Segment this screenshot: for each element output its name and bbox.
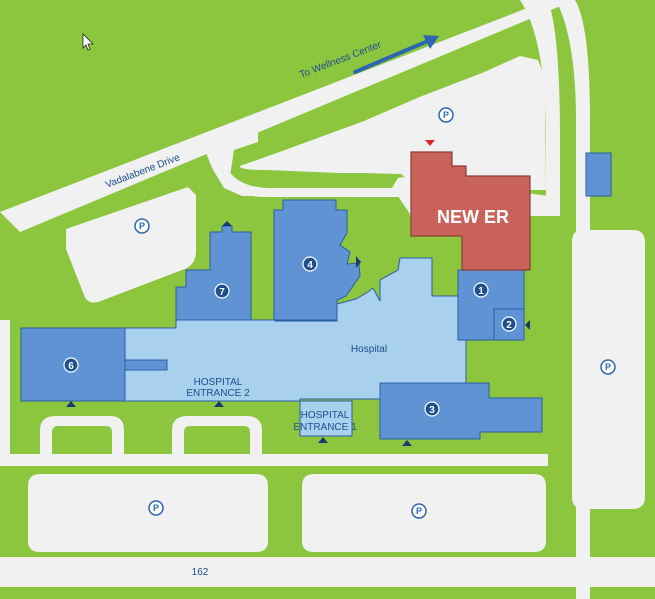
wellness-direction-arrow [353,35,439,74]
building-6-badge: 6 [63,357,79,373]
building-4-badge: 4 [302,256,318,272]
building-7-label: 7 [219,287,225,298]
outbuilding-east [585,152,612,197]
parking-south-west-label: P [153,503,159,513]
parking-west-label: P [139,221,145,231]
parking-south-west-icon: P [148,500,164,516]
building-1-badge: 1 [473,282,489,298]
hospital-entrance-1-line-1: HOSPITAL [301,410,350,421]
building-3-shape [379,382,543,440]
building-2-label: 2 [506,320,512,331]
building-4-entrance-marker [356,256,361,268]
south-road [0,454,548,466]
parking-north-icon: P [438,107,454,123]
building-3-label: 3 [429,405,435,416]
hospital-entrance-2-line-1: HOSPITAL [194,377,243,388]
bottom-road [0,557,655,587]
parking-south-east-icon: P [411,503,427,519]
east-service-road [520,0,560,216]
parking-south-east-label: P [416,506,422,516]
parking-lot-north [239,56,546,190]
parking-north-label: P [443,110,449,120]
parking-west-icon: P [134,218,150,234]
vadalabene-drive-road [0,0,575,232]
mouse-pointer-icon [82,33,94,51]
building-7-shape [175,225,252,321]
building-2-entrance-marker [525,320,530,330]
new-er-entrance-marker [425,140,435,146]
drop-off-loop-center [172,416,262,454]
drop-off-loop-west [40,416,124,454]
hospital-label: Hospital [351,344,387,355]
new-er-label: NEW ER [437,207,509,227]
hospital-main [124,257,467,437]
parking-lot-west [66,187,196,303]
parking-lot-south-west [28,474,268,552]
building-4-shape [273,199,361,321]
building-7-badge: 7 [214,283,230,299]
building-4-label: 4 [307,260,313,271]
building-1-label: 1 [478,286,484,297]
building-3-badge: 3 [424,401,440,417]
building-6-label: 6 [68,361,74,372]
route-162-label: 162 [192,567,209,578]
hospital-connector [124,359,168,371]
building-7-entrance-marker [222,221,232,226]
building-3-entrance-marker [402,440,412,446]
hospital-entrance-1-marker [318,437,328,443]
building-6-entrance-marker [66,401,76,407]
hospital-entrance-1-line-2: ENTRANCE 1 [293,422,357,433]
parking-east-icon: P [600,359,616,375]
new-er-building [410,151,531,271]
hospital-entrance-2-marker [214,401,224,407]
hospital-entrance-2-line-2: ENTRANCE 2 [186,388,250,399]
west-road [0,320,10,454]
building-2-badge: 2 [501,316,517,332]
north-curve-road [216,166,410,197]
parking-east-label: P [605,362,611,372]
